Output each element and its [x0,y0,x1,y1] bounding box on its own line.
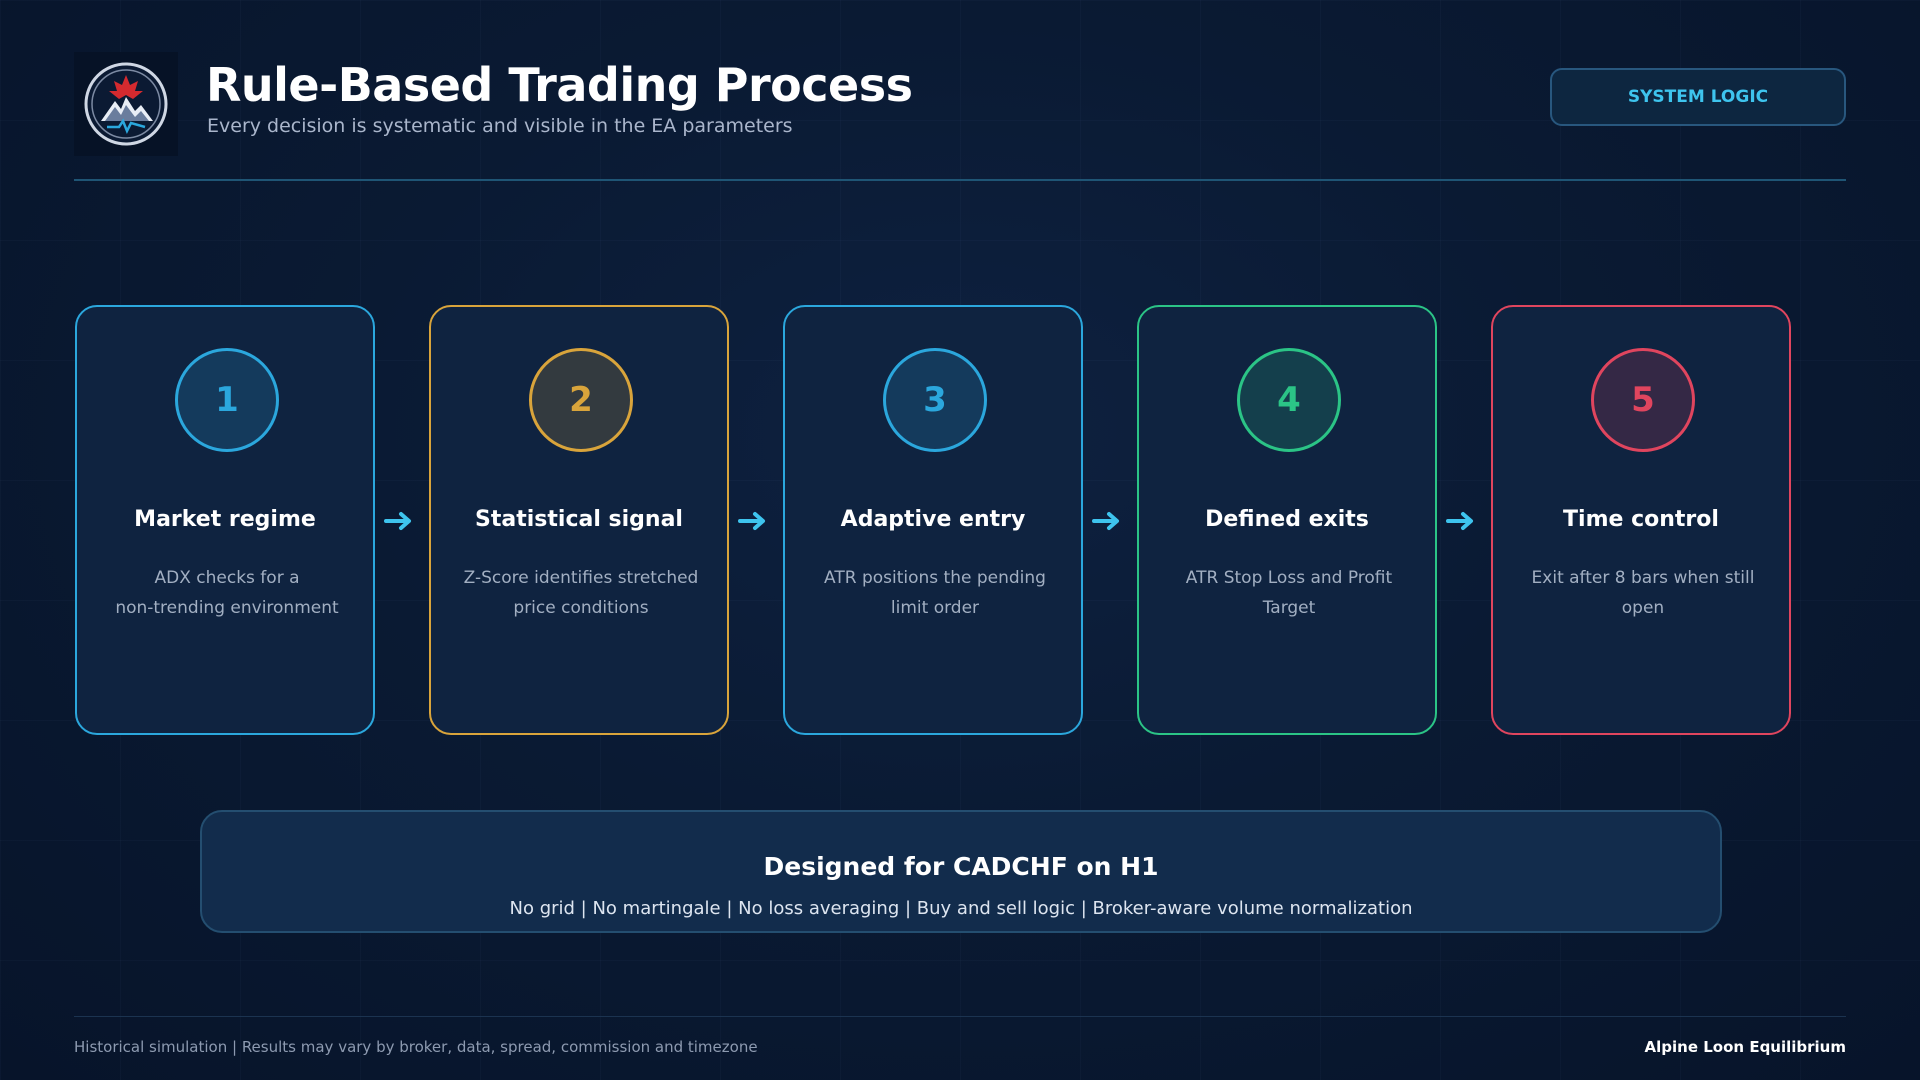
step-description-line-1: Exit after 8 bars when still [1531,568,1755,588]
step-description-line-2: Target [1262,598,1316,618]
step-title: Statistical signal [475,507,683,532]
page-title: Rule-Based Trading Process [206,58,913,112]
step-number-badge: 4 [1237,348,1341,452]
step-card-defined-exits: 4 Defined exits ATR Stop Loss and Profit… [1137,305,1437,735]
header-divider [74,179,1846,181]
arrow-right-icon [384,512,411,530]
step-description-line-2: limit order [890,598,980,618]
step-number-badge: 2 [529,348,633,452]
footer-divider [74,1016,1846,1017]
maple-mountain-shield-icon [84,62,168,146]
design-summary-features: No grid | No martingale | No loss averag… [509,898,1413,919]
step-number-badge: 5 [1591,348,1695,452]
disclaimer-text: Historical simulation | Results may vary… [74,1038,758,1056]
step-description-line-2: open [1621,598,1665,618]
step-card-adaptive-entry: 3 Adaptive entry ATR positions the pendi… [783,305,1083,735]
step-description-line-2: price conditions [513,598,649,618]
brand-name: Alpine Loon Equilibrium [1644,1038,1846,1056]
step-card-statistical-signal: 2 Statistical signal Z-Score identifies … [429,305,729,735]
arrow-right-icon [1446,512,1473,530]
step-number-badge: 3 [883,348,987,452]
step-description-line-1: ATR Stop Loss and Profit [1185,568,1393,588]
step-card-time-control: 5 Time control Exit after 8 bars when st… [1491,305,1791,735]
step-card-market-regime: 1 Market regime ADX checks for a non-tre… [75,305,375,735]
arrow-right-icon [1092,512,1119,530]
step-description-line-1: Z-Score identifies stretched [463,568,699,588]
step-title: Adaptive entry [840,507,1026,532]
step-description-line-1: ADX checks for a [154,568,300,588]
page-subtitle: Every decision is systematic and visible… [207,115,793,137]
step-title: Defined exits [1205,507,1369,532]
step-description: Z-Score identifies stretched price condi… [461,563,701,623]
design-summary-title: Designed for CADCHF on H1 [763,852,1159,881]
arrow-right-icon [738,512,765,530]
step-description: ATR positions the pending limit order [815,563,1055,623]
step-title: Market regime [134,507,316,532]
step-description: ATR Stop Loss and Profit Target [1169,563,1409,623]
step-description: ADX checks for a non-trending environmen… [107,563,347,623]
step-description: Exit after 8 bars when still open [1523,563,1763,623]
step-description-line-1: ATR positions the pending [824,568,1046,588]
step-number-badge: 1 [175,348,279,452]
brand-logo [74,52,178,156]
design-summary-panel: Designed for CADCHF on H1 No grid | No m… [200,810,1722,933]
step-title: Time control [1563,507,1719,532]
step-description-line-2: non-trending environment [115,598,339,618]
system-logic-button[interactable]: SYSTEM LOGIC [1550,68,1846,126]
